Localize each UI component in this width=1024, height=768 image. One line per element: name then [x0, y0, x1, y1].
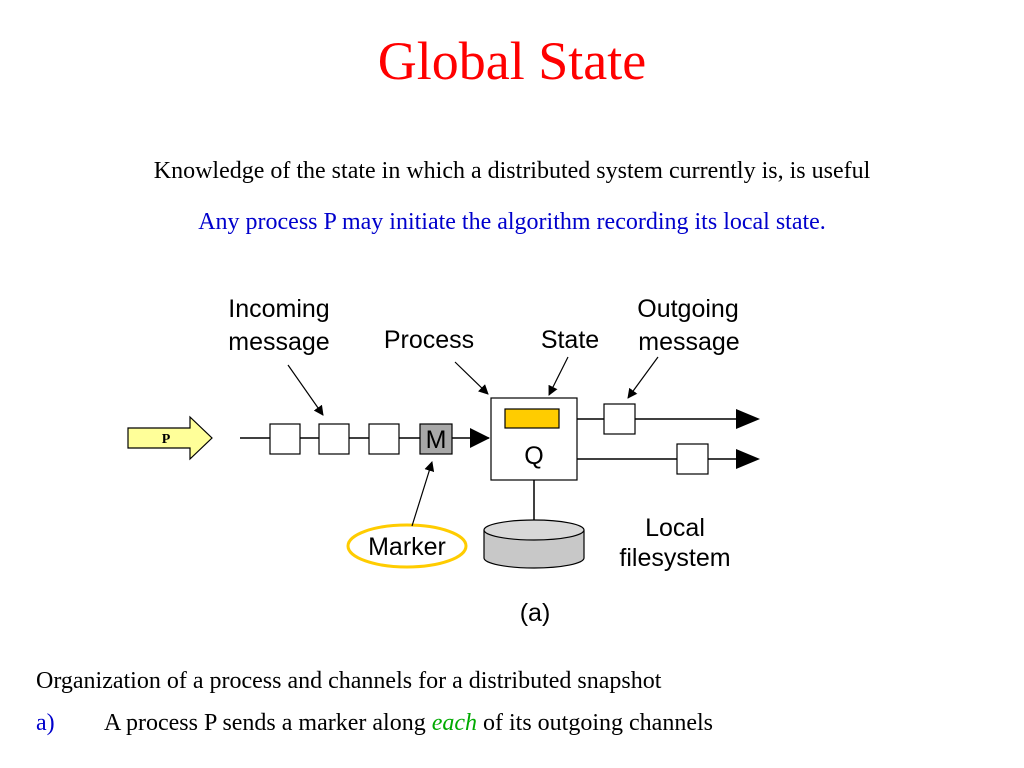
initiator-arrow: [127, 415, 213, 461]
outgoing-message-box: [603, 403, 636, 435]
incoming-arrowhead: [470, 428, 490, 448]
incoming-label-2: message: [228, 328, 329, 356]
list-text-before: A process P sends a marker along: [104, 710, 432, 736]
filesystem-disk: [483, 530, 585, 569]
incoming-message-box: [269, 423, 301, 455]
process-box-label: Q: [524, 442, 543, 470]
slide-title: Global State: [377, 31, 647, 91]
subfigure-label: (a): [520, 599, 551, 627]
outgoing-label-1: Outgoing: [637, 295, 738, 323]
outgoing-message-box: [676, 443, 709, 475]
outgoing-arrowhead-top: [736, 409, 760, 429]
process-pointer: [454, 361, 489, 395]
outgoing-arrowhead-bottom: [736, 449, 760, 469]
filesystem-label-1: Local: [645, 514, 705, 542]
filesystem-disk-top: [483, 519, 585, 541]
state-label: State: [541, 326, 599, 354]
incoming-message-box: [318, 423, 350, 455]
diagram-caption: Organization of a process and channels f…: [36, 668, 662, 694]
outgoing-pointer: [627, 356, 659, 399]
marker-ring: [346, 523, 468, 569]
initiator-text: Any process P may initiate the algorithm…: [198, 209, 826, 235]
marker-label: Marker: [368, 533, 446, 561]
process-label: Process: [384, 326, 474, 354]
incoming-message-box: [368, 423, 400, 455]
marker-pointer: [411, 461, 435, 527]
list-item: a)A process P sends a marker along each …: [36, 710, 713, 737]
snapshot-diagram: P M Q Incoming message Process State Out…: [127, 295, 760, 627]
incoming-label-1: Incoming: [228, 295, 329, 323]
state-pointer: [548, 356, 569, 396]
incoming-pointer: [287, 364, 324, 416]
intro-text: Knowledge of the state in which a distri…: [153, 158, 871, 184]
marker-message-box: [419, 423, 453, 455]
initiator-label: P: [162, 432, 171, 447]
marker-box-label: M: [426, 426, 447, 454]
list-marker: a): [36, 710, 55, 736]
list-text-emphasis: each: [431, 710, 478, 736]
state-box: [504, 408, 560, 429]
outgoing-label-2: message: [638, 328, 739, 356]
list-text-after: of its outgoing channels: [477, 710, 713, 736]
filesystem-label-2: filesystem: [619, 544, 730, 572]
